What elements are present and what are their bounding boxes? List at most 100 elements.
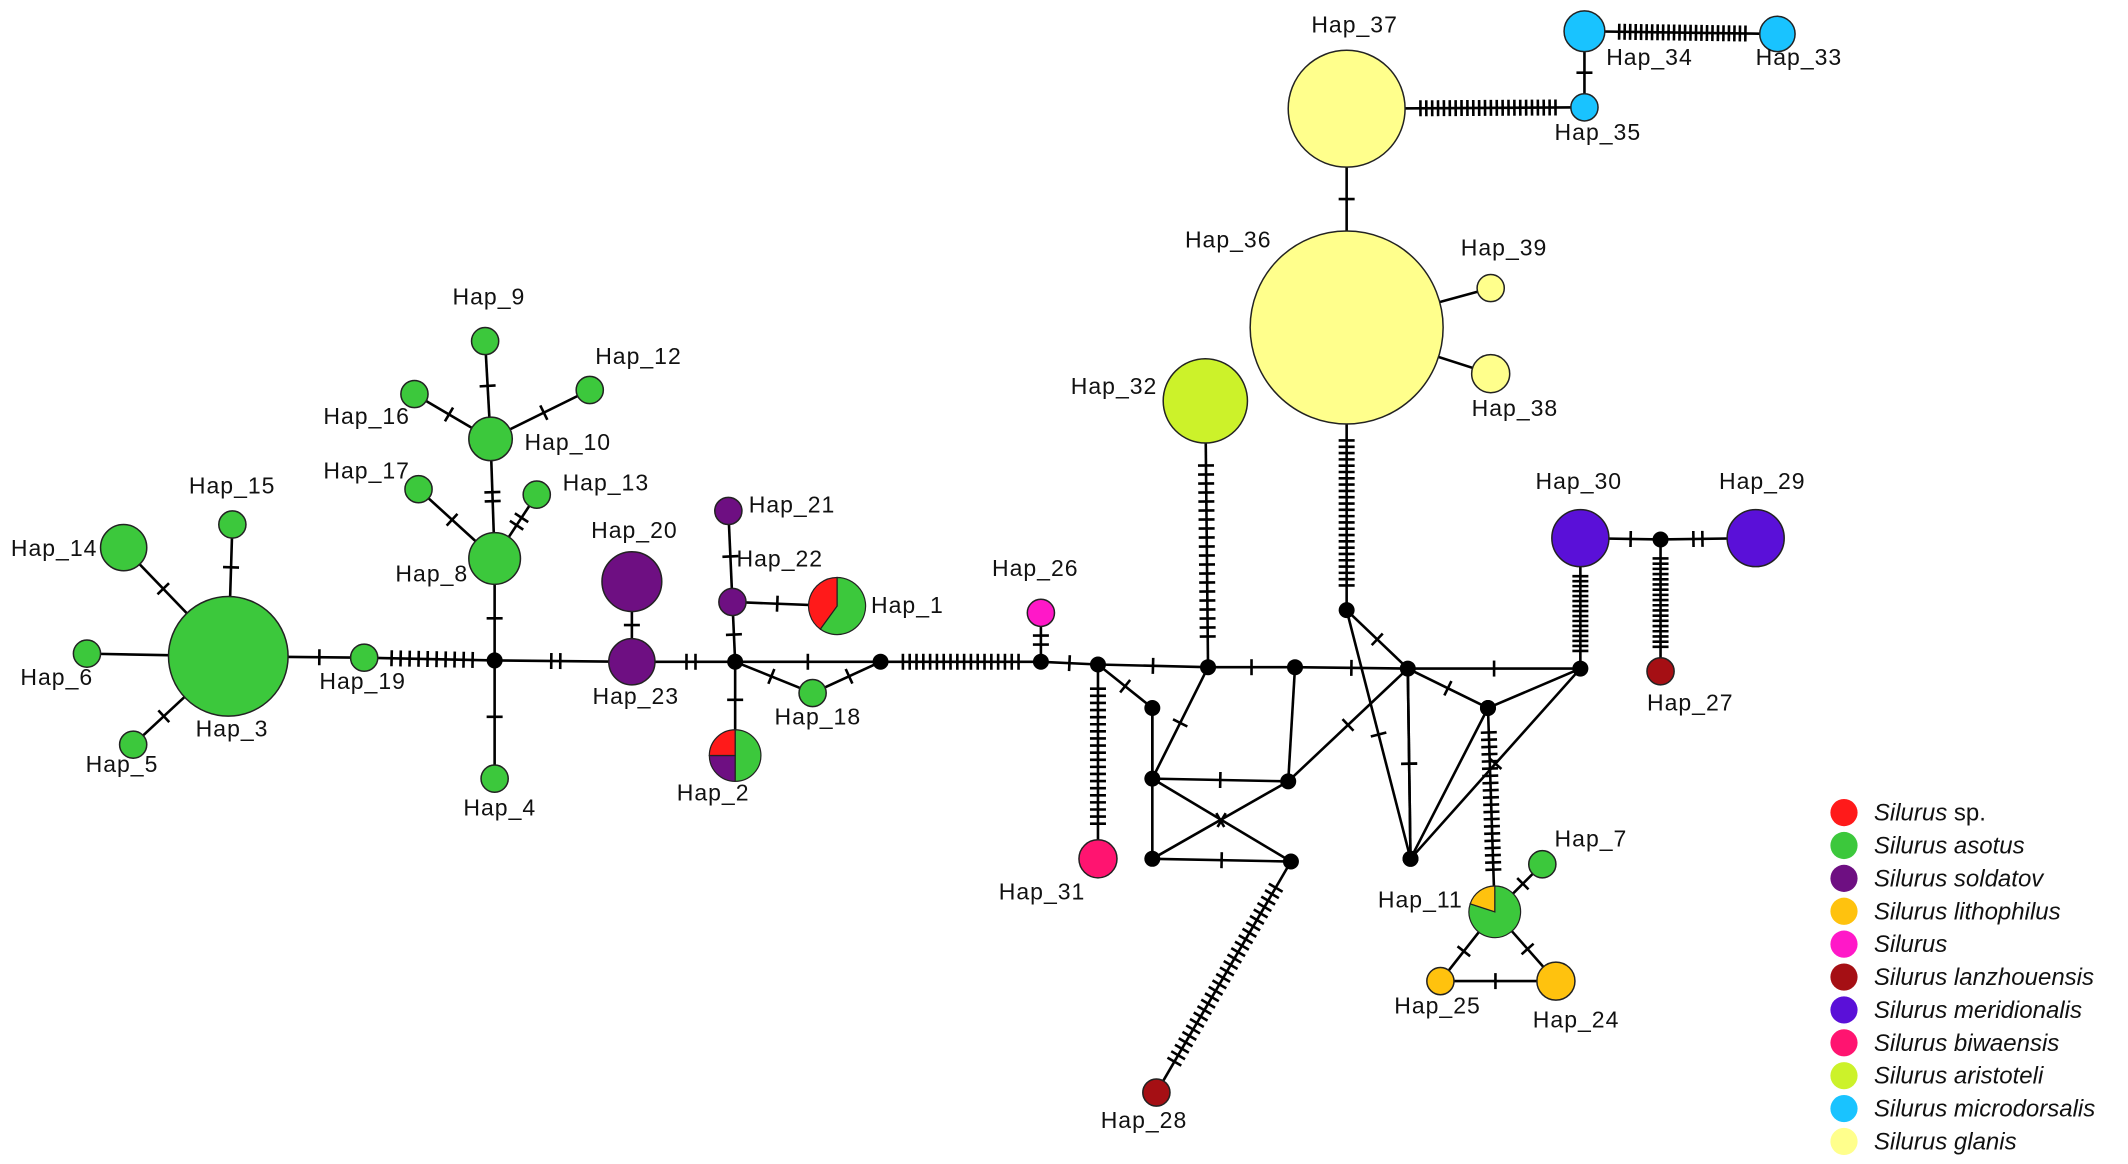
- legend-swatch: [1830, 930, 1858, 958]
- haplotype-node-hap-21[interactable]: [714, 496, 743, 526]
- mutation-tick: [1516, 877, 1530, 891]
- mutation-tick: [1481, 767, 1499, 771]
- haplotype-node-hap-37[interactable]: [1287, 49, 1406, 168]
- pie-slice: [1078, 839, 1118, 879]
- pie-slice: [1563, 10, 1606, 53]
- mutation-tick: [767, 668, 776, 685]
- mutation-tick: [1482, 795, 1499, 800]
- haplotype-node-hap-33[interactable]: [1758, 15, 1796, 53]
- haplotype-node-hap-20[interactable]: [601, 550, 663, 613]
- haplotype-label: Hap_26: [992, 555, 1079, 581]
- mutation-tick: [1253, 908, 1269, 919]
- mutation-tick: [1484, 831, 1501, 836]
- mutation-tick: [1200, 998, 1216, 1009]
- haplotype-node-hap-32[interactable]: [1162, 357, 1249, 444]
- haplotype-node-hap-29[interactable]: [1726, 508, 1785, 568]
- mutation-tick: [1256, 901, 1272, 913]
- haplotype-node-hap-19[interactable]: [349, 643, 379, 673]
- haplotype-node-hap-31[interactable]: [1078, 839, 1118, 879]
- haplotype-label: Hap_30: [1536, 468, 1623, 494]
- mutation-tick: [1245, 921, 1261, 932]
- haplotype-label: Hap_10: [525, 429, 612, 455]
- haplotype-node-hap-24[interactable]: [1536, 961, 1576, 1001]
- median-vector: [1402, 850, 1419, 867]
- haplotype-node-hap-27[interactable]: [1646, 656, 1675, 686]
- haplotype-node-hap-38[interactable]: [1470, 353, 1511, 394]
- median-vector: [727, 653, 744, 670]
- edge-Hap_34-Hap_33: [1584, 29, 1778, 36]
- haplotype-node-hap-23[interactable]: [608, 637, 656, 686]
- pie-slice: [218, 510, 247, 539]
- pie-slice: [734, 729, 762, 782]
- haplotype-node-hap-12[interactable]: [575, 375, 605, 405]
- haplotype-node-hap-28[interactable]: [1142, 1078, 1171, 1107]
- haplotype-label: Hap_39: [1461, 234, 1548, 260]
- legend-swatch: [1830, 864, 1858, 892]
- pie-slice: [819, 576, 867, 636]
- mutation-tick: [1482, 788, 1499, 792]
- haplotype-node-hap-25[interactable]: [1426, 966, 1455, 996]
- haplotype-node-hap-36[interactable]: [1249, 230, 1444, 425]
- mutation-tick: [1178, 1037, 1194, 1048]
- mutation-tick: [1484, 846, 1501, 850]
- mutation-tick: [1370, 632, 1384, 647]
- haplotype-node-hap-34[interactable]: [1563, 10, 1606, 53]
- mutation-tick: [1215, 812, 1226, 828]
- haplotype-label: Hap_36: [1185, 226, 1272, 252]
- edge-mv17-mv19: [1409, 707, 1490, 860]
- haplotype-label: Hap_33: [1756, 44, 1843, 70]
- haplotype-node-hap-6[interactable]: [72, 639, 102, 668]
- haplotype-node-hap-5[interactable]: [118, 730, 148, 760]
- haplotype-node-hap-26[interactable]: [1026, 598, 1056, 628]
- haplotype-node-hap-8[interactable]: [468, 531, 522, 586]
- haplotype-node-hap-22[interactable]: [718, 587, 747, 617]
- mutation-tick: [1238, 934, 1254, 945]
- pie-slice: [807, 576, 838, 630]
- haplotype-node-hap-3[interactable]: [167, 595, 289, 717]
- mutation-tick: [514, 512, 529, 524]
- pie-slice: [1287, 49, 1406, 168]
- haplotype-node-hap-16[interactable]: [400, 379, 429, 409]
- pie-slice: [118, 730, 148, 760]
- haplotype-node-hap-7[interactable]: [1527, 849, 1557, 879]
- haplotype-node-hap-4[interactable]: [480, 764, 509, 793]
- mutation-tick: [1226, 953, 1242, 964]
- mutation-tick: [1456, 945, 1471, 958]
- haplotype-node-hap-14[interactable]: [99, 523, 148, 572]
- haplotype-node-hap-15[interactable]: [218, 510, 247, 539]
- mutation-tick: [1482, 774, 1499, 778]
- haplotype-node-hap-10[interactable]: [468, 416, 514, 462]
- haplotype-label: Hap_25: [1394, 993, 1481, 1019]
- pie-slice: [470, 326, 500, 356]
- haplotype-node-hap-35[interactable]: [1570, 93, 1599, 122]
- haplotype-node-hap-17[interactable]: [404, 474, 433, 504]
- mutation-tick: [1483, 803, 1500, 807]
- haplotype-label: Hap_23: [592, 683, 679, 709]
- mutation-tick: [1234, 940, 1250, 951]
- mutation-tick: [443, 406, 455, 422]
- haplotype-label: Hap_32: [1071, 373, 1158, 399]
- haplotype-node-hap-2[interactable]: [708, 729, 762, 782]
- haplotype-label: Hap_35: [1555, 119, 1642, 145]
- haplotype-node-hap-1[interactable]: [807, 576, 867, 636]
- haplotype-node-hap-18[interactable]: [798, 678, 827, 708]
- mutation-tick: [1480, 730, 1497, 735]
- mutation-tick: [484, 499, 501, 503]
- pie-slice: [1570, 93, 1599, 122]
- pie-slice: [575, 375, 605, 405]
- median-vector: [1200, 659, 1217, 676]
- haplotype-node-hap-11[interactable]: [1468, 885, 1522, 939]
- haplotype-label: Hap_38: [1472, 395, 1559, 421]
- pie-slice: [798, 678, 827, 708]
- haplotype-node-hap-13[interactable]: [522, 480, 552, 509]
- haplotype-node-hap-30[interactable]: [1551, 508, 1610, 568]
- haplotype-node-hap-9[interactable]: [470, 326, 500, 356]
- haplotype-node-hap-39[interactable]: [1476, 273, 1506, 303]
- pie-slice: [1142, 1078, 1171, 1107]
- edge-mv6-Hap_32: [1204, 400, 1210, 668]
- haplotype-label: Hap_17: [323, 457, 410, 483]
- mutation-tick: [1172, 718, 1188, 728]
- mutation-tick: [1484, 853, 1501, 857]
- haplotype-label: Hap_8: [395, 561, 468, 587]
- pie-slice: [718, 587, 747, 617]
